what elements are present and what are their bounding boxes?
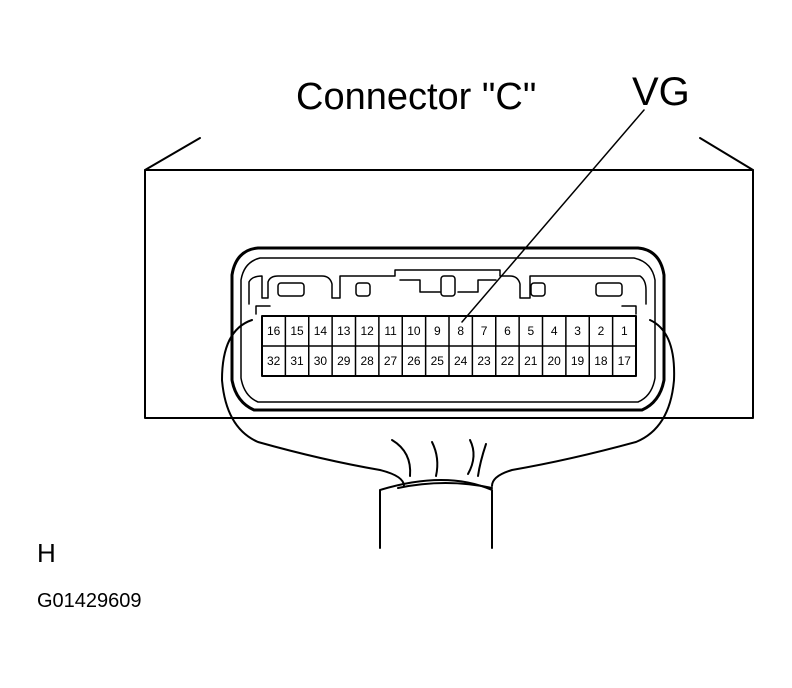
pin-label-1: 1 bbox=[621, 324, 628, 338]
pin-label-17: 17 bbox=[618, 354, 632, 368]
pin-label-32: 32 bbox=[267, 354, 281, 368]
pin-grid-dividers bbox=[284, 315, 614, 377]
pin-label-25: 25 bbox=[431, 354, 445, 368]
pin-label-21: 21 bbox=[524, 354, 538, 368]
pin-label-9: 9 bbox=[434, 324, 441, 338]
figure-id: G01429609 bbox=[37, 590, 142, 612]
key-notch bbox=[399, 279, 441, 293]
callout-label-vg: VG bbox=[632, 70, 690, 114]
connector-face-inner bbox=[240, 257, 656, 403]
pin-label-28: 28 bbox=[361, 354, 375, 368]
pin-label-3: 3 bbox=[574, 324, 581, 338]
key-slot-center-right bbox=[530, 282, 546, 297]
pin-label-5: 5 bbox=[527, 324, 534, 338]
pin-label-8: 8 bbox=[457, 324, 464, 338]
key-slot-center bbox=[440, 275, 456, 297]
pin-label-12: 12 bbox=[361, 324, 375, 338]
wire-2 bbox=[431, 441, 439, 477]
pin-label-10: 10 bbox=[407, 324, 421, 338]
key-slot-center-left bbox=[355, 282, 371, 297]
key-slot-left bbox=[277, 282, 305, 297]
pin-label-2: 2 bbox=[598, 324, 605, 338]
pin-label-29: 29 bbox=[337, 354, 351, 368]
pin-label-11: 11 bbox=[384, 324, 397, 338]
cable-tube-top bbox=[397, 482, 493, 489]
pin-label-14: 14 bbox=[314, 324, 328, 338]
housing-top-edge-right bbox=[699, 137, 754, 171]
cable-tube bbox=[379, 479, 493, 549]
pin-label-7: 7 bbox=[481, 324, 488, 338]
connector-housing bbox=[144, 169, 754, 419]
corner-mark-right bbox=[621, 305, 637, 315]
pin-label-31: 31 bbox=[290, 354, 304, 368]
pin-label-13: 13 bbox=[337, 324, 351, 338]
callout-leader-line bbox=[461, 109, 645, 323]
key-notch-2 bbox=[457, 279, 497, 293]
pin-label-18: 18 bbox=[594, 354, 608, 368]
side-mark: H bbox=[37, 538, 56, 568]
pin-label-15: 15 bbox=[290, 324, 304, 338]
pin-label-24: 24 bbox=[454, 354, 468, 368]
wire-4 bbox=[477, 443, 487, 477]
housing-top-edge-left bbox=[144, 137, 201, 171]
pin-label-16: 16 bbox=[267, 324, 281, 338]
corner-mark-left bbox=[255, 305, 271, 315]
pin-label-19: 19 bbox=[571, 354, 585, 368]
pin-label-6: 6 bbox=[504, 324, 511, 338]
connector-face-outer bbox=[230, 246, 666, 412]
harness-outline-left bbox=[221, 319, 405, 487]
pin-label-27: 27 bbox=[384, 354, 398, 368]
pin-label-30: 30 bbox=[314, 354, 328, 368]
key-slot-right bbox=[595, 282, 623, 297]
connector-title: Connector "C" bbox=[296, 76, 537, 118]
wire-1 bbox=[391, 439, 412, 477]
pin-label-23: 23 bbox=[477, 354, 491, 368]
wire-3 bbox=[467, 439, 475, 475]
pin-label-26: 26 bbox=[407, 354, 421, 368]
connector-key-profile bbox=[248, 269, 647, 305]
pin-label-22: 22 bbox=[501, 354, 515, 368]
pin-label-4: 4 bbox=[551, 324, 558, 338]
pin-label-20: 20 bbox=[548, 354, 562, 368]
harness-outline-right bbox=[491, 319, 676, 487]
